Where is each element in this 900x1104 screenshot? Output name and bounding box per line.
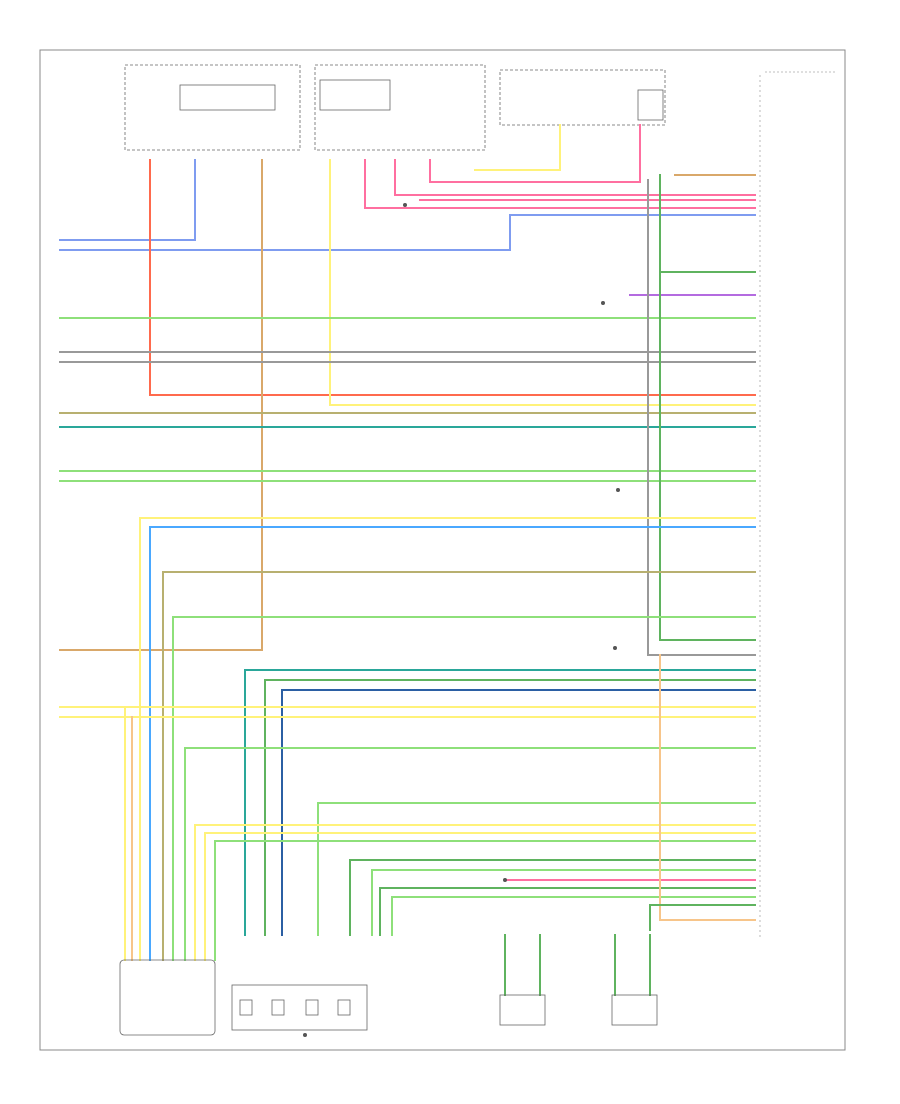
switch-contact — [305, 999, 319, 1016]
wire-dkgreen-e — [649, 904, 756, 931]
relay-box — [319, 79, 391, 111]
trans-range-sensor — [231, 984, 368, 1031]
wire-red — [149, 159, 756, 396]
wire-green-h — [371, 869, 756, 936]
splice-dot — [616, 488, 620, 492]
wire-dkblue — [281, 689, 756, 936]
wire-blue-top-b — [59, 214, 756, 251]
wire-dkgreen-d — [379, 887, 756, 936]
wire-green-i — [391, 896, 756, 936]
wire-ltblue — [149, 526, 756, 961]
wire-pink-a — [364, 159, 756, 209]
control-module-top — [314, 64, 486, 151]
right-connector — [759, 71, 835, 940]
wire-yellow-g — [204, 832, 756, 961]
bottom-components — [119, 959, 658, 1036]
wire-pink-b — [394, 159, 756, 196]
ignition-box — [637, 89, 664, 121]
wire-tan-a — [59, 159, 263, 651]
sensor-box-a — [499, 994, 546, 1026]
wire-yellow-a — [329, 159, 756, 406]
wire-blue-top — [59, 159, 196, 241]
wire-yellow-top — [474, 124, 561, 171]
wire-green-d — [172, 616, 756, 961]
switch-contact — [239, 999, 253, 1016]
splices — [303, 203, 620, 1037]
splice-dot — [503, 878, 507, 882]
splice-dot — [403, 203, 407, 207]
splice-dot — [613, 646, 617, 650]
wire-green-g — [214, 840, 756, 961]
wire-green-e — [184, 747, 756, 961]
top-components — [124, 64, 666, 151]
wire-dkgreen-c — [349, 859, 756, 936]
wire-yellow-b — [139, 517, 756, 961]
fuse-box — [179, 84, 276, 111]
transmission-connector — [119, 959, 216, 1036]
wire-peach-b — [659, 654, 756, 921]
switch-contact — [337, 999, 351, 1016]
sensor-box-b — [611, 994, 658, 1026]
splice-dot — [303, 1033, 307, 1037]
wire-gray-v — [647, 179, 756, 656]
wire-green-f — [317, 802, 756, 936]
wire-dkgreen-v — [659, 174, 756, 641]
splice-dot — [601, 301, 605, 305]
diagram-frame — [39, 49, 846, 1051]
switch-contact — [271, 999, 285, 1016]
wire-teal-b — [244, 669, 756, 936]
wires — [59, 124, 756, 1016]
wire-olive-b — [162, 571, 756, 961]
wire-dkgreen-b — [264, 679, 756, 936]
wire-yellow-f — [194, 824, 756, 961]
wire-pink-c — [429, 124, 641, 183]
ignition-switch — [499, 69, 666, 126]
junction-block — [124, 64, 301, 151]
